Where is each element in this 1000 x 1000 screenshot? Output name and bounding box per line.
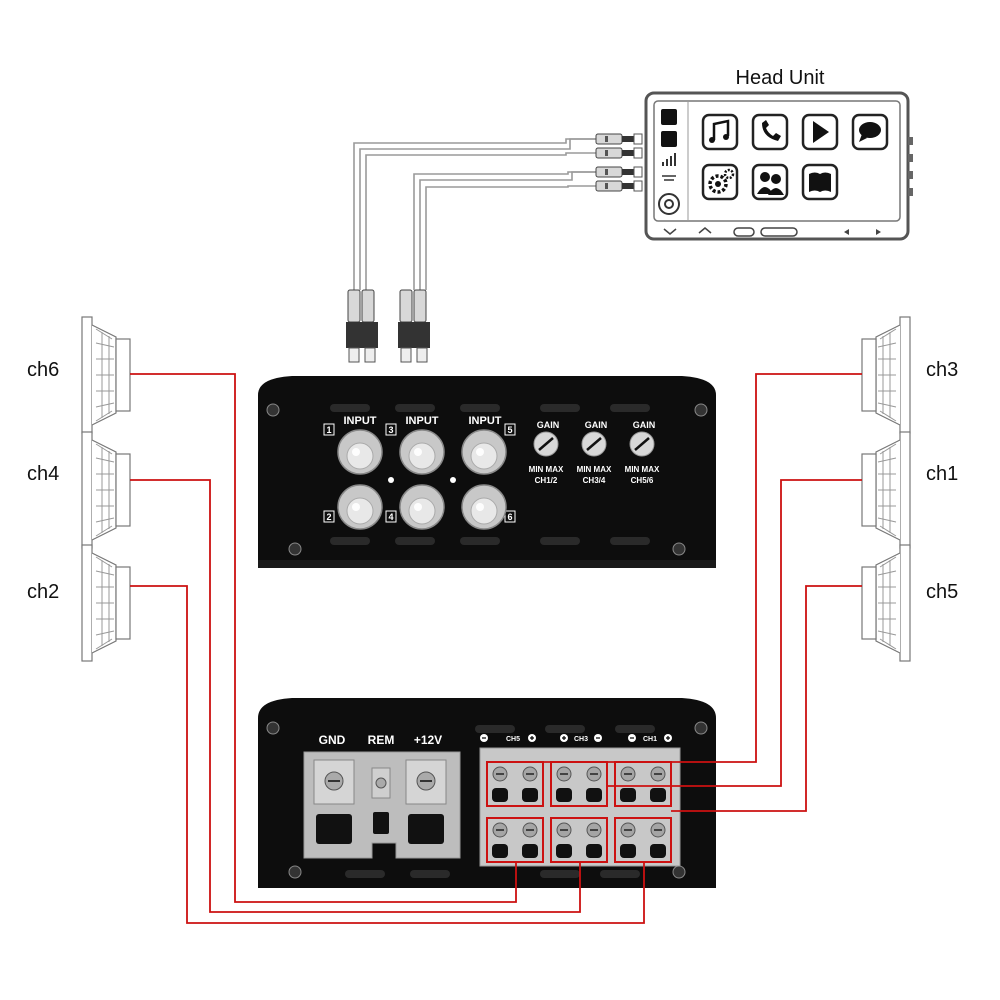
input-num-5: 5: [507, 425, 512, 435]
wire-ch1: [607, 479, 862, 787]
speaker-label-ch5: ch5: [926, 581, 958, 603]
gain-label-2: GAIN: [585, 420, 608, 430]
back-icon[interactable]: [663, 228, 677, 235]
next-icon[interactable]: [876, 229, 881, 235]
gain-label-1: GAIN: [537, 420, 560, 430]
power-knob-icon[interactable]: [658, 193, 680, 215]
speaker-label-ch2: ch2: [27, 581, 59, 603]
ch1-header-label: CH1: [643, 736, 657, 743]
wire-ch3: [543, 373, 862, 763]
up-icon[interactable]: [698, 227, 712, 234]
gain-channel-3: CH5/6: [631, 476, 654, 485]
wire-ch4: [130, 479, 581, 913]
gain-label-3: GAIN: [633, 420, 656, 430]
rca-cables: [353, 138, 596, 290]
speaker-ch4: [81, 431, 131, 549]
speaker-label-ch1: ch1: [926, 463, 958, 485]
rem-label: REM: [368, 733, 395, 747]
speaker-wires: [130, 373, 862, 924]
ch3-header-label: CH3: [574, 736, 588, 743]
rca-input-jacks[interactable]: [337, 429, 507, 530]
input-label-3: INPUT: [469, 415, 502, 427]
menu-icon[interactable]: [661, 109, 677, 125]
rca-plugs-amplifier: [346, 289, 430, 363]
prev-icon[interactable]: [844, 229, 849, 235]
input-label-2: INPUT: [406, 415, 439, 427]
speaker-channel-header: CH5 CH3 CH1: [480, 734, 672, 743]
speaker-ch2: [81, 544, 131, 662]
input-label-1: INPUT: [344, 415, 377, 427]
signal-icon: [662, 153, 676, 166]
gain-knobs[interactable]: [533, 431, 655, 457]
gain-channel-2: CH3/4: [583, 476, 606, 485]
rca-plugs-head-unit: [595, 133, 643, 192]
head-unit: Head Unit: [644, 67, 913, 241]
speaker-terminal-block[interactable]: [479, 747, 681, 867]
gain-range-3: MIN MAX: [625, 465, 660, 474]
pill-button-large[interactable]: [760, 227, 798, 237]
speaker-ch3: [861, 316, 911, 434]
wire-ch5: [671, 585, 862, 812]
plus12v-label: +12V: [414, 733, 442, 747]
gain-range-2: MIN MAX: [577, 465, 612, 474]
input-num-4: 4: [388, 512, 393, 522]
play-icon[interactable]: [801, 113, 839, 151]
home-icon[interactable]: [661, 131, 677, 147]
speaker-ch6: [81, 316, 131, 434]
input-num-3: 3: [388, 425, 393, 435]
phone-icon[interactable]: [751, 113, 789, 151]
head-unit-nav-bar: [663, 227, 881, 237]
input-num-2: 2: [326, 512, 331, 522]
gain-channel-1: CH1/2: [535, 476, 558, 485]
speaker-ch5: [861, 544, 911, 662]
wire-ch6: [130, 373, 517, 903]
contacts-icon[interactable]: [751, 163, 789, 201]
ch5-header-label: CH5: [506, 736, 520, 743]
head-unit-title: Head Unit: [736, 67, 825, 89]
settings-icon[interactable]: [701, 163, 739, 201]
gain-range-1: MIN MAX: [529, 465, 564, 474]
message-icon[interactable]: [851, 113, 889, 151]
speaker-ch1: [861, 431, 911, 549]
speaker-label-ch3: ch3: [926, 359, 958, 381]
input-num-1: 1: [326, 425, 331, 435]
speaker-label-ch6: ch6: [27, 359, 59, 381]
gnd-label: GND: [319, 733, 346, 747]
book-icon[interactable]: [801, 163, 839, 201]
wire-ch2: [130, 585, 645, 924]
power-terminal-block[interactable]: [303, 751, 461, 859]
pill-button-small[interactable]: [733, 227, 755, 237]
amplifier-rear-panel: GND REM +12V CH5 CH3 CH1: [258, 698, 716, 888]
speaker-label-ch4: ch4: [27, 463, 59, 485]
music-icon[interactable]: [701, 113, 739, 151]
amplifier-front-panel: INPUT INPUT INPUT 1 3 5 2 4 6: [258, 376, 716, 568]
input-num-6: 6: [507, 512, 512, 522]
